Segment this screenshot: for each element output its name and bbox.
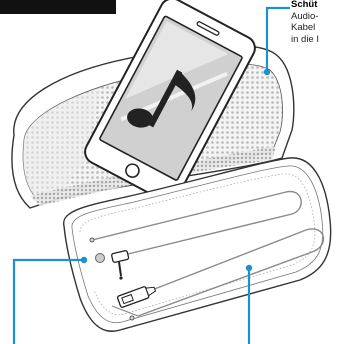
callout-line-3: in die I — [291, 34, 341, 46]
callout-title: Schüt — [291, 0, 341, 11]
callout-line-1: Audio- — [291, 11, 341, 23]
callout-line-2: Kabel — [291, 22, 341, 34]
callout-text-top-right: Schüt Audio- Kabel in die I — [291, 0, 341, 45]
